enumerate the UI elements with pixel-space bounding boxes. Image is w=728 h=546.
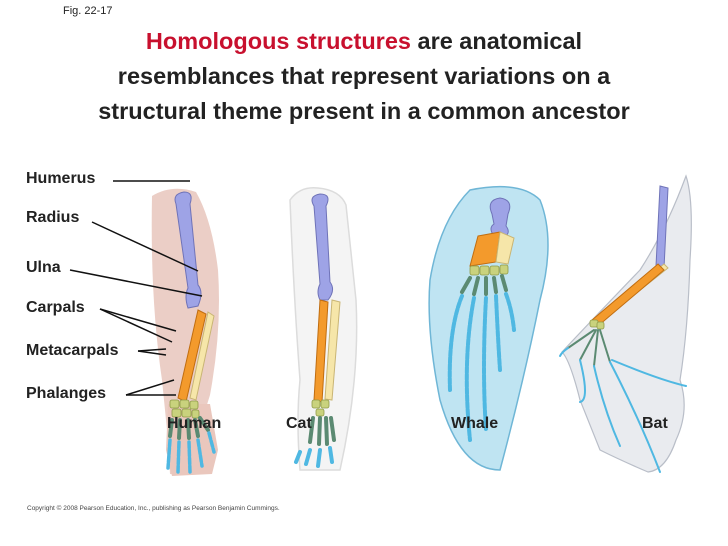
cat-carpals: [311, 399, 330, 417]
label-cat: Cat: [286, 415, 312, 432]
headline-emphasis: Homologous structures: [145, 28, 411, 54]
leader-ulna: [69, 269, 203, 297]
leader-metacarpals-1: [137, 348, 167, 352]
label-humerus: Humerus: [26, 170, 96, 187]
copyright-notice: Copyright © 2008 Pearson Education, Inc.…: [27, 505, 280, 512]
headline-line-1-rest: are anatomical: [410, 28, 583, 54]
headline: Homologous structures are anatomical res…: [20, 24, 708, 129]
label-radius: Radius: [26, 209, 80, 226]
bat-wing-membrane: [561, 174, 692, 473]
label-human: Human: [167, 415, 222, 432]
human-humerus: [174, 191, 202, 309]
leader-carpals-2: [99, 308, 173, 343]
figure-number: Fig. 22-17: [63, 5, 113, 17]
cat-metacarpals: [308, 416, 336, 446]
label-leader-lines: [69, 180, 203, 396]
human-arm-outline: [151, 188, 219, 475]
cat-phalanges: [294, 446, 334, 468]
whale-humerus: [489, 197, 511, 239]
human-phalanges: [166, 431, 216, 474]
whale-ulna: [495, 231, 515, 265]
cat-ulna: [324, 299, 341, 401]
leader-carpals-1: [99, 308, 177, 332]
whale-flipper: [428, 185, 549, 471]
human-ulna: [189, 311, 215, 401]
headline-line-1: Homologous structures are anatomical: [20, 24, 708, 59]
label-bat: Bat: [642, 415, 668, 432]
whale-flipper-outline: [428, 185, 549, 471]
bat-carpals: [589, 319, 605, 330]
human-metacarpals: [168, 416, 210, 440]
human-carpals: [169, 399, 200, 419]
label-metacarpals: Metacarpals: [26, 342, 119, 359]
leader-phalanges-1: [125, 379, 175, 396]
headline-line-3: structural theme present in a common anc…: [98, 98, 630, 124]
whale-phalanges: [447, 292, 516, 442]
bat-phalanges: [559, 347, 687, 473]
headline-line-2: resemblances that represent variations o…: [117, 63, 611, 89]
cat-leg: [289, 187, 358, 471]
label-ulna: Ulna: [26, 259, 61, 276]
whale-carpals: [469, 264, 509, 276]
leader-metacarpals-2: [137, 350, 167, 356]
label-phalanges: Phalanges: [26, 385, 107, 402]
cat-humerus: [311, 193, 334, 301]
bat-wing: [559, 174, 692, 473]
bat-metacarpals: [567, 329, 611, 367]
whale-metacarpals: [460, 274, 508, 296]
leader-radius: [91, 221, 199, 272]
label-carpals: Carpals: [26, 299, 85, 316]
human-arm: [151, 188, 219, 476]
label-whale: Whale: [451, 415, 499, 432]
